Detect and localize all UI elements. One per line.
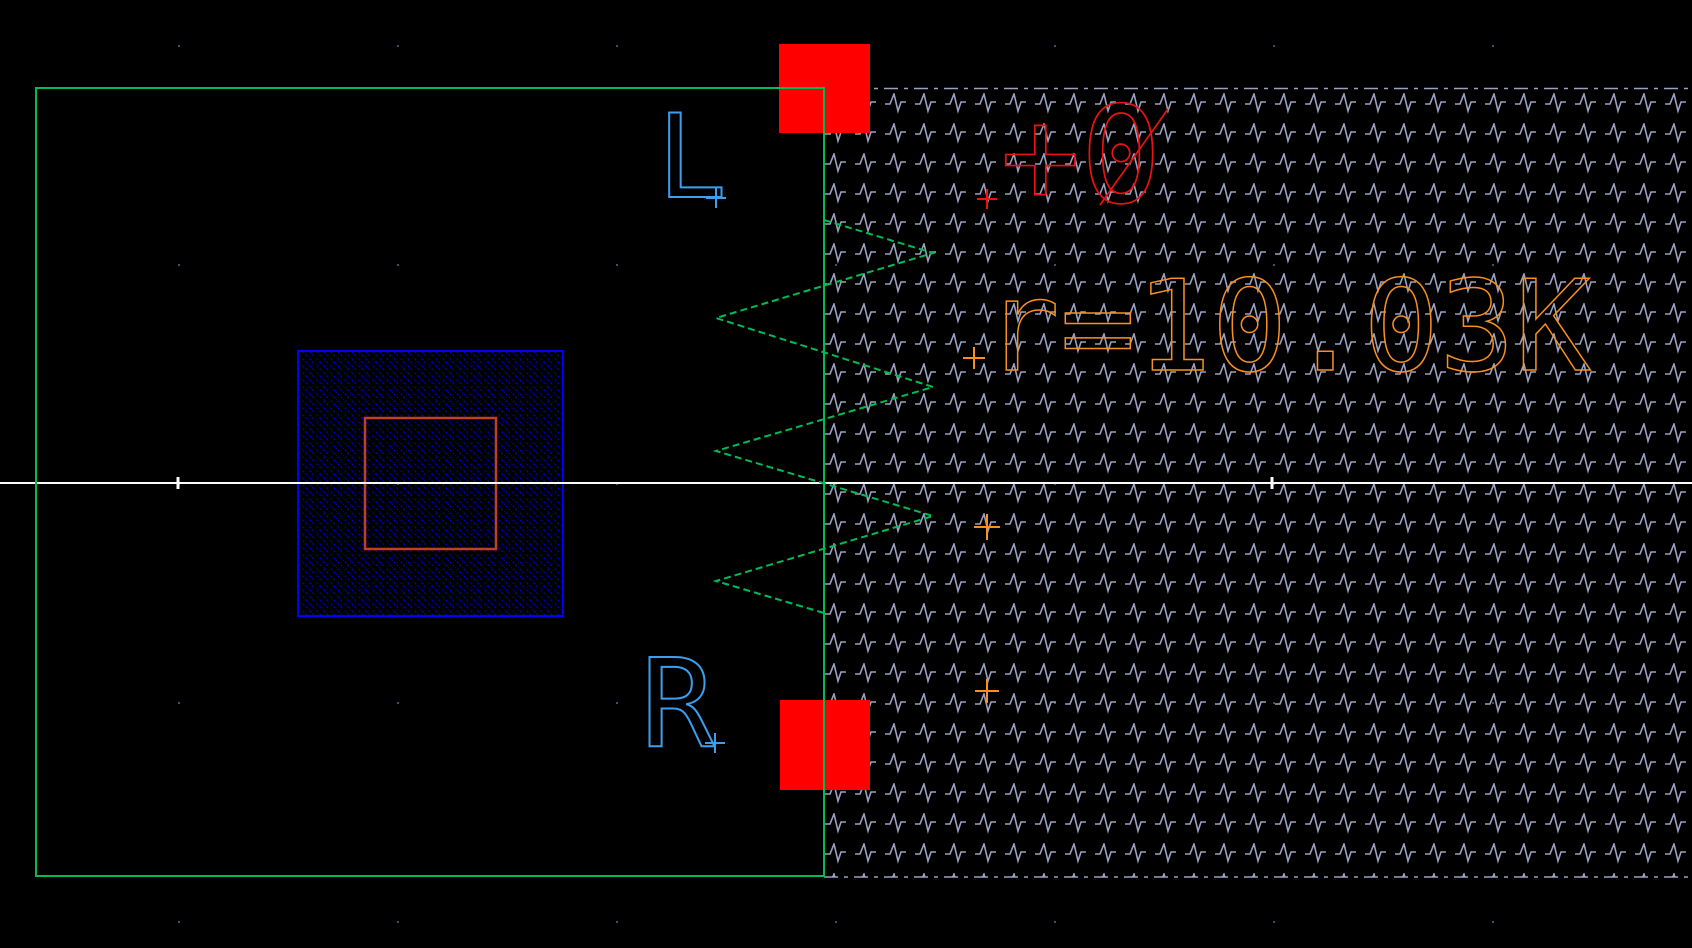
right-terminal-label[interactable]: R [640, 632, 716, 776]
marker-cross-mid [974, 514, 1000, 540]
offset-label[interactable]: +0 [999, 77, 1162, 235]
offset-zero-slash [1099, 108, 1169, 206]
axis-tick-left [176, 477, 180, 489]
right-terminal-origin-marker [705, 733, 725, 753]
resistance-value-label[interactable]: r=10.03K [983, 252, 1592, 401]
left-terminal-origin-marker [706, 188, 726, 208]
resistance-label-origin-marker [963, 347, 985, 369]
axis-tick-right [1270, 477, 1274, 489]
marker-cross-low [975, 679, 999, 703]
device-boundary-rect[interactable] [35, 87, 825, 877]
offset-label-origin-marker [977, 189, 997, 209]
